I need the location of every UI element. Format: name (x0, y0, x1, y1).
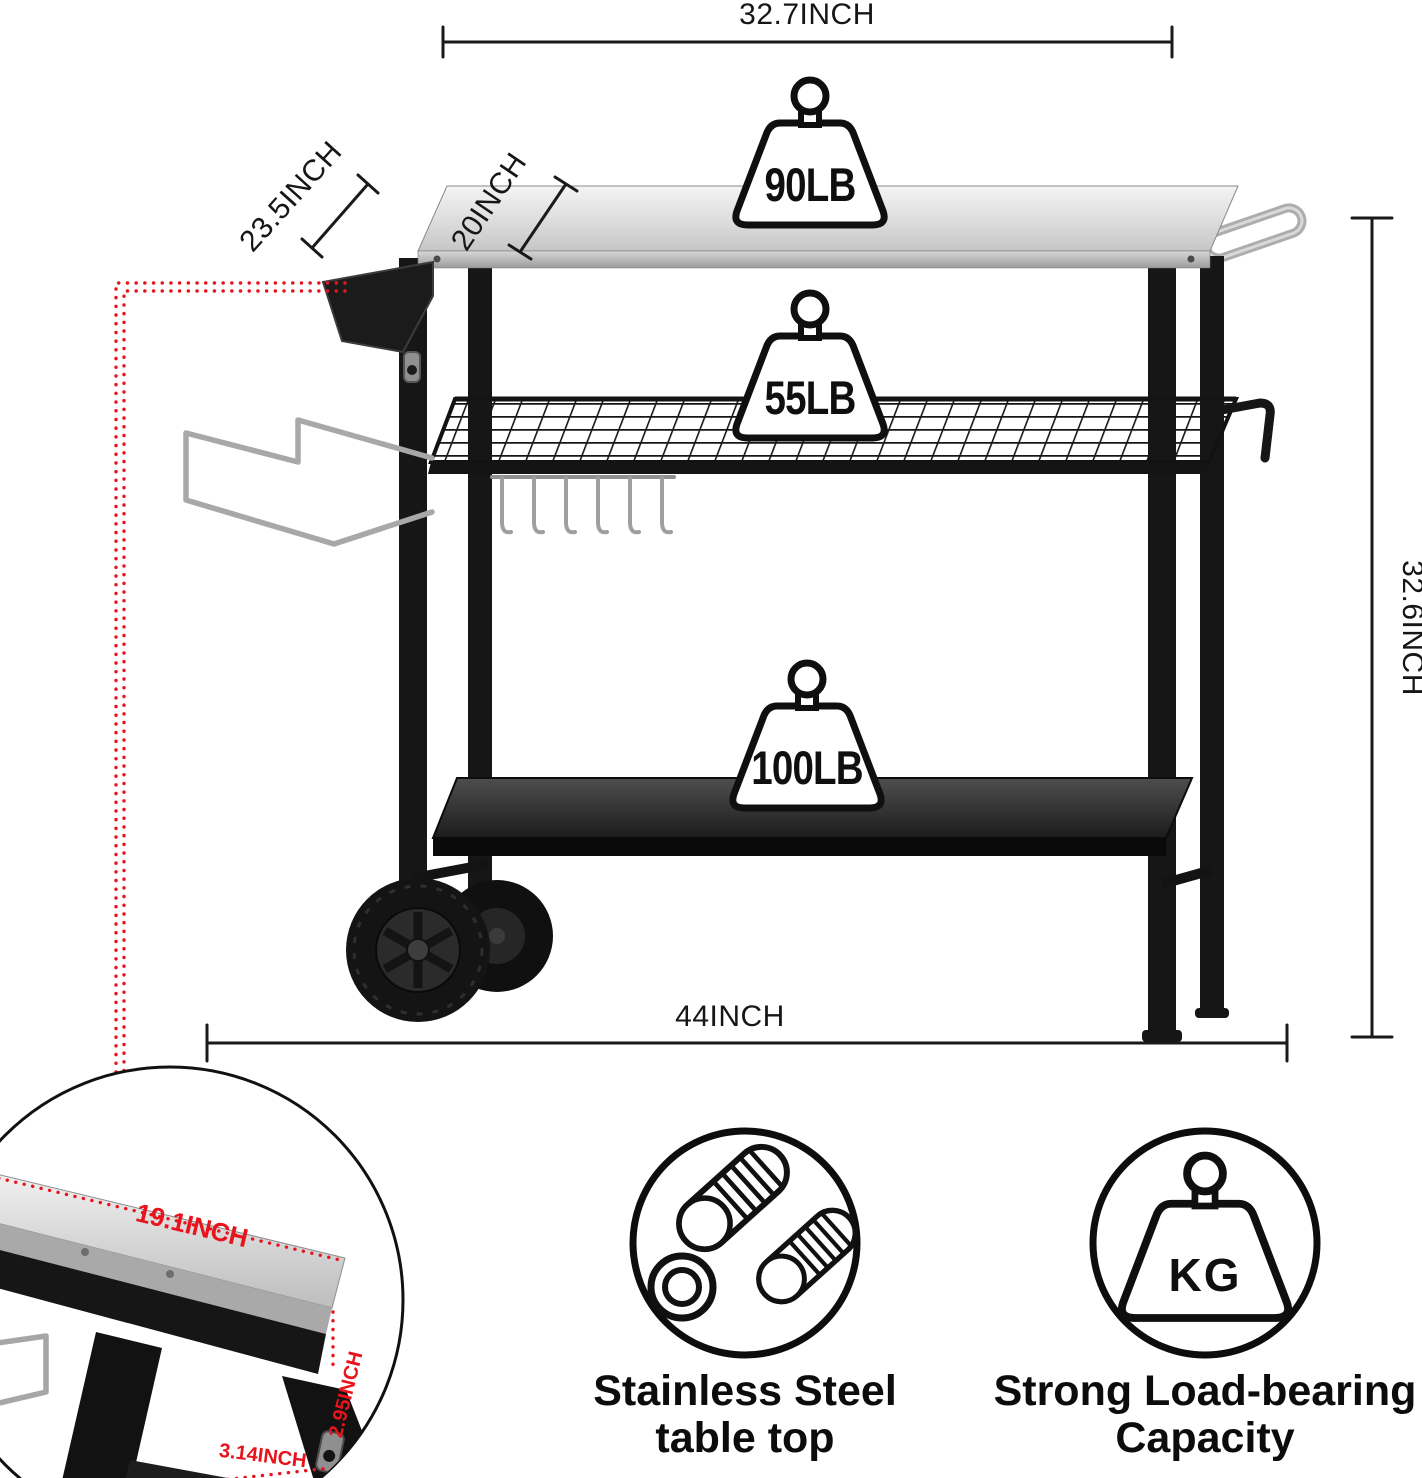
inset-tabletop-edge (0, 1206, 332, 1334)
inset-bottle-opener (315, 1430, 345, 1474)
side-wire-rack (183, 417, 435, 547)
inset-screw-2 (166, 1270, 174, 1278)
inset-crossbar (124, 1460, 336, 1478)
feature-load-bearing: KG Strong Load-bearing Capacity (994, 1127, 1417, 1462)
dim-height-label: 32.6INCH (1396, 560, 1422, 696)
leg-crossbars (413, 859, 1214, 889)
inset-wire-rack (0, 1333, 49, 1421)
feature-stainless-steel: Stainless Steel table top (593, 1127, 897, 1462)
inset-frame-bar (0, 1232, 326, 1374)
bottom-capacity-label: 100LB (751, 742, 863, 794)
inset-leg-left (50, 1332, 162, 1478)
dim-table-depth-label: 23.5INCH (233, 135, 348, 258)
front-wheel (346, 878, 490, 1022)
inset-red-top-edge (0, 1164, 342, 1262)
steel-tube-ring-inner (662, 1267, 702, 1307)
feature-loadbearing-line2: Capacity (1115, 1414, 1294, 1462)
corner-detail-inset: 19.1INCH 2.95INCH 3.14INCH (0, 1065, 405, 1478)
inset-leg-right (282, 1376, 402, 1478)
red-leader-lines (114, 281, 347, 1078)
dim-top-width-label: 32.7INCH (739, 0, 875, 31)
foot-front-right (1142, 1030, 1182, 1042)
tabletop-bolt-left (433, 255, 441, 263)
bottle-opener (403, 351, 421, 383)
middle-capacity-label: 55LB (765, 372, 856, 424)
bottom-capacity-weight-icon: 100LB (733, 663, 881, 808)
middle-capacity-weight-icon: 55LB (736, 293, 884, 438)
foot-back-right (1195, 1008, 1229, 1018)
leg-front-right (1148, 258, 1176, 1038)
s-hooks (490, 475, 676, 535)
side-scoop-shelf (321, 260, 434, 354)
dim-top-width: 32.7INCH (441, 0, 1174, 59)
top-capacity-label: 90LB (765, 159, 856, 211)
tabletop-bolt-right (1187, 255, 1195, 263)
dim-overall-width: 44INCH (205, 1000, 1289, 1063)
inset-screw-1 (81, 1248, 89, 1256)
dim-overall-width-label: 44INCH (675, 1000, 785, 1033)
feature-loadbearing-line1: Strong Load-bearing (994, 1367, 1417, 1415)
feature-stainless-line1: Stainless Steel (593, 1367, 897, 1415)
feature-stainless-line2: table top (655, 1414, 834, 1462)
top-capacity-weight-icon: 90LB (736, 80, 884, 225)
kg-badge: KG (1169, 1249, 1242, 1301)
leg-back-right (1200, 256, 1224, 1016)
grill-cart-illustration: 100LB 55LB (183, 80, 1307, 1042)
dim-height: 32.6INCH (1350, 216, 1422, 1039)
dim-table-depth: 23.5INCH (233, 135, 380, 259)
right-hook (1217, 398, 1275, 463)
